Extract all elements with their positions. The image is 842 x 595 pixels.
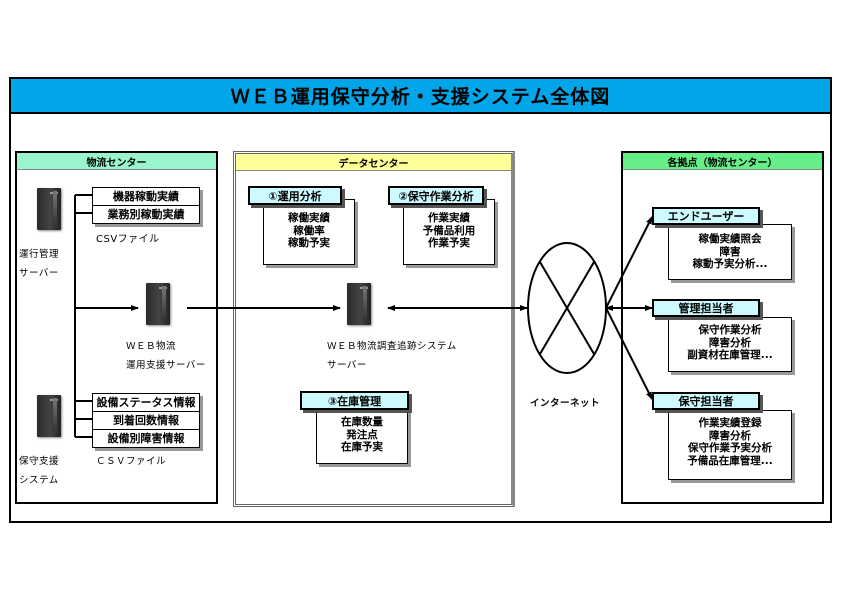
role-header-end-user: エンドユーザー	[652, 207, 760, 225]
tracking-system-server-icon	[347, 283, 371, 325]
csv-item-arrival-count: 到着回数情報	[93, 412, 199, 430]
module-detail-inventory-management: 在庫数量 発注点 在庫予実	[316, 409, 408, 464]
module-header-inventory-management: ③在庫管理	[300, 391, 409, 410]
csv-item-failure-by-equipment: 設備別障害情報	[107, 432, 185, 445]
maint-csv-label: ＣＳＶファイル	[96, 456, 167, 467]
role-detail-maintenance-staff: 作業実績登録 障害分析 保守作業予実分析 予備品在庫管理...	[668, 410, 792, 480]
role-item: 予備品在庫管理...	[687, 454, 773, 467]
logistics-center-header: 物流センター	[17, 153, 216, 170]
role-item: 稼働実績照会	[698, 233, 762, 245]
role-item: 障害分析	[709, 429, 751, 442]
module-item: 稼動予実	[288, 237, 330, 249]
module-item: 稼働実績	[288, 212, 330, 224]
role-header-maintenance-staff: 保守担当者	[652, 392, 760, 410]
role-item: 保守作業分析	[698, 324, 762, 336]
role-detail-end-user: 稼働実績照会 障害 稼動予実分析...	[668, 224, 792, 280]
module-item: 作業予実	[428, 237, 470, 249]
web-server-label-1: ＷＥＢ物流	[126, 341, 177, 352]
tracking-server-label-2: サーバー	[327, 360, 367, 371]
diagram-title: ＷＥＢ運用保守分析・支援システム全体図	[9, 77, 832, 114]
module-item: 在庫数量	[341, 416, 383, 428]
role-header-manager: 管理担当者	[652, 299, 760, 317]
ops-server-label-1: 運行管理	[19, 249, 60, 260]
module-item: 予備品利用	[422, 224, 476, 237]
csv-item-equipment-status: 設備ステータス情報	[93, 394, 199, 412]
module-item: 稼働率	[293, 224, 325, 237]
web-logistics-server-icon	[146, 283, 170, 325]
arrow-to-end-user	[605, 216, 653, 309]
role-item: 副資材在庫管理...	[687, 349, 773, 361]
sites-header: 各拠点（物流センター）	[623, 153, 822, 170]
module-item: 在庫予実	[341, 441, 383, 453]
role-detail-manager: 保守作業分析 障害分析 副資材在庫管理...	[668, 317, 792, 372]
role-item: 保守作業予実分析	[688, 442, 772, 454]
role-item: 作業実績登録	[698, 417, 762, 429]
maintenance-support-server-icon	[37, 395, 61, 437]
ops-csv-label: CSVファイル	[96, 234, 160, 245]
web-server-label-2: 運用支援サーバー	[126, 360, 206, 371]
module-item: 発注点	[346, 428, 378, 441]
data-center-header: データセンター	[236, 154, 511, 171]
module-header-maintenance-analysis: ②保守作業分析	[388, 186, 484, 205]
module-detail-maintenance-analysis: 作業実績 予備品利用 作業予実	[403, 199, 495, 265]
role-item: 障害分析	[709, 336, 751, 349]
csv-item-operation-by-task: 業務別稼動実績	[107, 208, 185, 221]
ops-management-server-icon	[37, 188, 61, 230]
maint-csv-box: 設備ステータス情報 到着回数情報 設備別障害情報	[92, 393, 200, 448]
role-item: 稼動予実分析...	[692, 258, 768, 270]
ops-server-label-2: サーバー	[19, 268, 59, 279]
maint-server-label-1: 保守支援	[19, 456, 60, 467]
role-item: 障害	[719, 245, 741, 258]
tracking-server-label-1: ＷＥＢ物流調査追跡システム	[327, 341, 457, 352]
maint-server-label-2: システム	[19, 475, 59, 486]
arrow-to-maintenance-staff	[605, 307, 653, 400]
csv-item-equipment-operation: 機器稼動実績	[93, 188, 199, 206]
internet-label: インターネット	[530, 398, 601, 409]
ops-csv-box: 機器稼動実績 業務別稼動実績	[92, 187, 200, 224]
internet-cloud-icon	[527, 242, 607, 374]
module-header-operation-analysis: ①運用分析	[248, 186, 342, 205]
module-detail-operation-analysis: 稼働実績 稼働率 稼動予実	[263, 199, 355, 265]
module-item: 作業実績	[428, 212, 470, 224]
